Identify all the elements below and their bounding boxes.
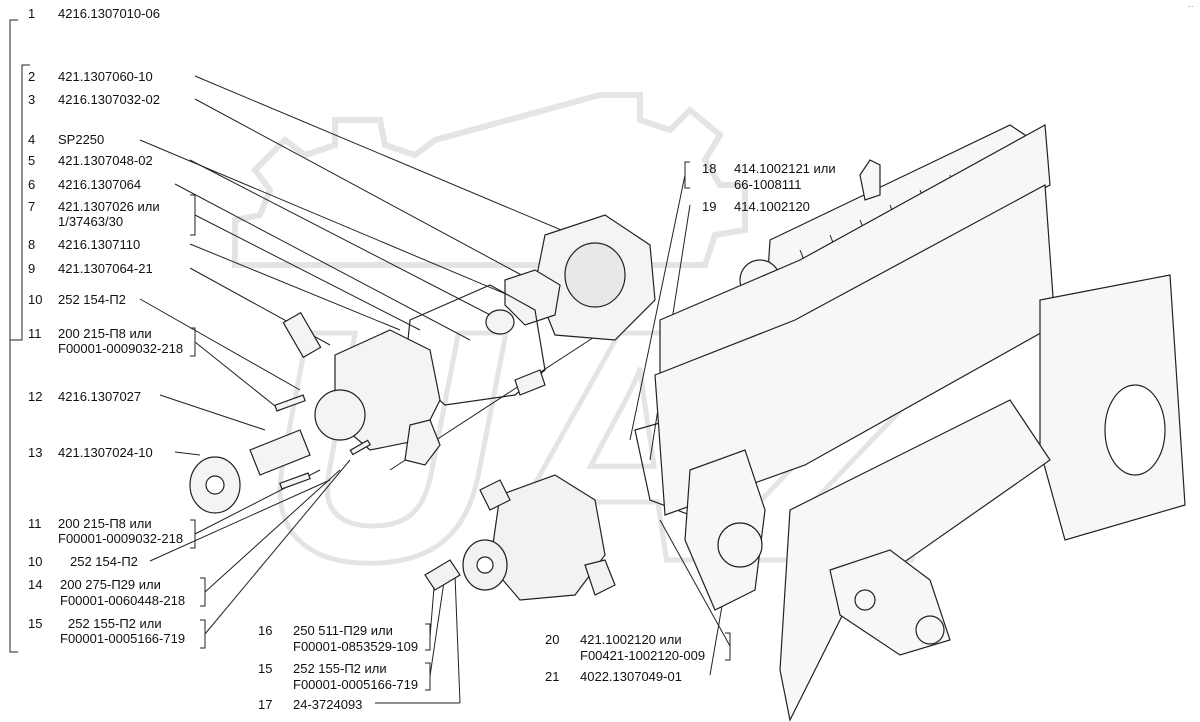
callout-1-num: 1 bbox=[28, 6, 36, 21]
callout-11b-part-a: 200 215-П8 или bbox=[58, 516, 152, 531]
callout-21-part: 4022.1307049-01 bbox=[580, 669, 682, 684]
water-pump-assembled bbox=[424, 419, 741, 601]
callout-10-part: 252 154-П2 bbox=[58, 292, 126, 307]
callout-2-num: 2 bbox=[28, 69, 36, 84]
callout-3-part: 4216.1307032-02 bbox=[58, 92, 160, 107]
callout-15b-num: 15 bbox=[258, 661, 273, 676]
stud bbox=[349, 439, 371, 456]
bracket-group-2 bbox=[10, 64, 30, 341]
callout-13-num: 13 bbox=[28, 445, 43, 460]
callout-14-num: 14 bbox=[28, 577, 43, 592]
thermostat-housing bbox=[504, 269, 561, 326]
callout-19-part: 414.1002120 bbox=[734, 199, 810, 214]
callout-18-part-b: 66-1008111 bbox=[734, 177, 802, 192]
callout-4-num: 4 bbox=[28, 132, 36, 147]
callout-16-num: 16 bbox=[258, 623, 273, 638]
callout-20-num: 20 bbox=[545, 632, 560, 647]
callout-11b-part-b: F00001-0009032-218 bbox=[58, 531, 184, 546]
callout-10-num: 10 bbox=[28, 292, 43, 307]
bolt-2 bbox=[279, 472, 311, 490]
shaft bbox=[249, 429, 311, 476]
callout-12-part: 4216.1307027 bbox=[58, 389, 142, 404]
watermark-gear bbox=[232, 92, 748, 268]
callout-17-num: 17 bbox=[258, 697, 273, 712]
callout-14-part-a: 200 275-П29 или bbox=[60, 577, 161, 592]
callout-16-part-a: 250 511-П29 или bbox=[293, 623, 393, 638]
callout-10b-num: 10 bbox=[28, 554, 43, 569]
callout-1-part: 4216.1307010-06 bbox=[58, 6, 160, 21]
bracket-15a bbox=[200, 619, 206, 649]
bracket-11a bbox=[190, 327, 196, 357]
water-pump-exploded bbox=[189, 214, 656, 514]
bracket-18 bbox=[684, 161, 690, 189]
callout-11b-num: 11 bbox=[28, 516, 42, 531]
callout-15b-part-a: 252 155-П2 или bbox=[293, 661, 387, 676]
bracket-plate bbox=[424, 559, 461, 591]
callout-18-num: 18 bbox=[702, 161, 717, 176]
callout-7-part-b: 1/37463/30 bbox=[58, 214, 124, 229]
callout-20-part-b: F00421-1002120-009 bbox=[580, 648, 706, 663]
callout-15b-part-b: F00001-0005166-719 bbox=[293, 677, 419, 692]
bracket-11b bbox=[190, 519, 196, 549]
callout-20-part-a: 421.1002120 или bbox=[580, 632, 682, 647]
callout-8-num: 8 bbox=[28, 237, 36, 252]
bracket-14 bbox=[200, 577, 206, 607]
callout-2-part: 421.1307060-10 bbox=[58, 69, 153, 84]
corner-mark: … bbox=[1187, 2, 1194, 9]
callout-7-num: 7 bbox=[28, 199, 36, 214]
callout-18-part-a: 414.1002121 или bbox=[734, 161, 836, 176]
callout-16-part-b: F00001-0853529-109 bbox=[293, 639, 419, 654]
bracket-7 bbox=[190, 194, 196, 236]
bracket-15b bbox=[425, 662, 431, 691]
callout-3-num: 3 bbox=[28, 92, 36, 107]
sensor bbox=[282, 311, 322, 359]
bolt-1 bbox=[274, 394, 306, 412]
callout-11-part-a: 200 215-П8 или bbox=[58, 326, 152, 341]
callout-5-num: 5 bbox=[28, 153, 36, 168]
callout-11-part-b: F00001-0009032-218 bbox=[58, 341, 184, 356]
callout-14-part-b: F00001-0060448-218 bbox=[60, 593, 186, 608]
callout-21-num: 21 bbox=[545, 669, 560, 684]
elbow bbox=[514, 369, 546, 396]
callout-10b-part: 252 154-П2 bbox=[70, 554, 138, 569]
outlet-pipe bbox=[404, 419, 441, 466]
bracket-20 bbox=[725, 632, 731, 661]
callout-11-num: 11 bbox=[28, 326, 42, 341]
callout-19-num: 19 bbox=[702, 199, 717, 214]
engine-block bbox=[654, 124, 1186, 722]
callout-15-part-b: F00001-0005166-719 bbox=[60, 631, 186, 646]
callout-13-part: 421.1307024-10 bbox=[58, 445, 153, 460]
callout-5-part: 421.1307048-02 bbox=[58, 153, 153, 168]
callout-15-part-a: 252 155-П2 или bbox=[68, 616, 162, 631]
callout-7-part-a: 421.1307026 или bbox=[58, 199, 160, 214]
callout-9-num: 9 bbox=[28, 261, 36, 276]
callout-6-part: 4216.1307064 bbox=[58, 177, 142, 192]
callout-17-part: 24-3724093 bbox=[293, 697, 363, 712]
callout-15-num: 15 bbox=[28, 616, 43, 631]
callout-6-num: 6 bbox=[28, 177, 36, 192]
callout-9-part: 421.1307064-21 bbox=[58, 261, 153, 276]
thermostat bbox=[485, 309, 515, 335]
callout-4-part: SP2250 bbox=[58, 132, 105, 147]
callout-12-num: 12 bbox=[28, 389, 43, 404]
callout-8-part: 4216.1307110 bbox=[58, 237, 141, 252]
bracket-group-1 bbox=[9, 19, 18, 653]
distributor bbox=[859, 159, 881, 201]
